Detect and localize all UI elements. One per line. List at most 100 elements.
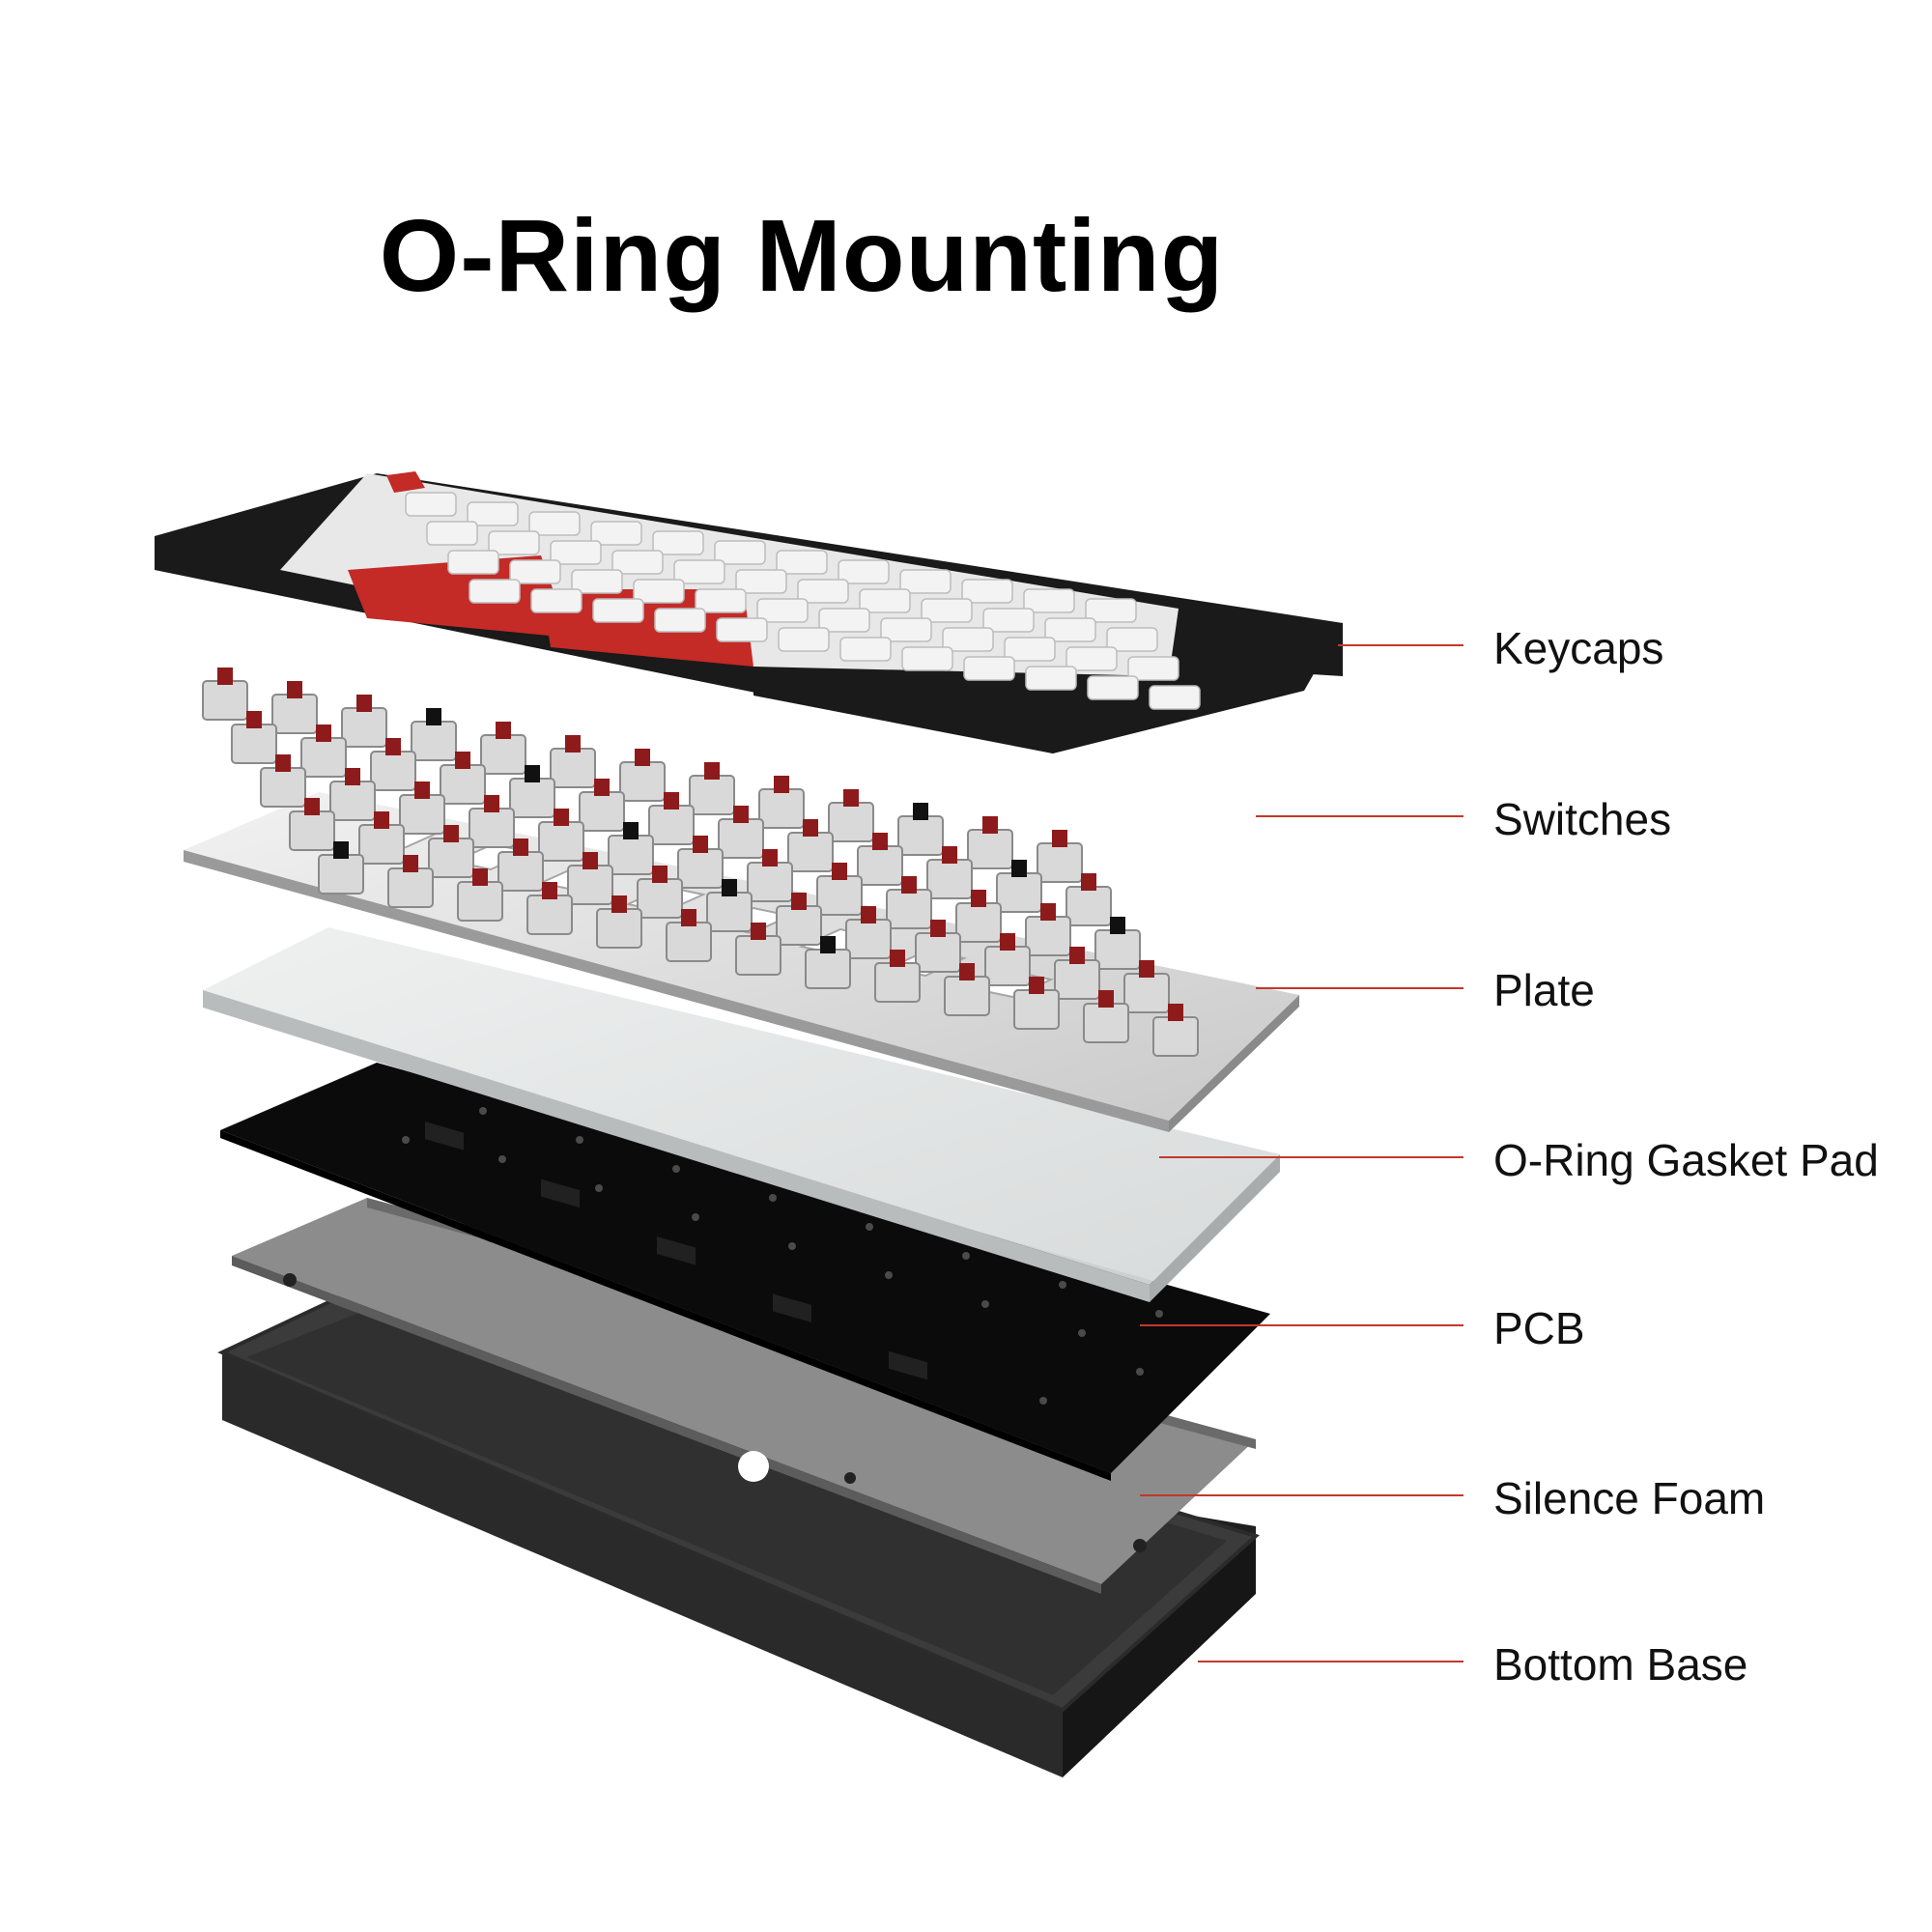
switch-housing — [1083, 1003, 1129, 1043]
switch-stem — [664, 792, 679, 810]
switch-housing — [329, 781, 376, 821]
switch-stem — [901, 876, 917, 894]
keycap — [550, 540, 602, 565]
switch-stem — [345, 768, 360, 785]
leader-lines — [1140, 644, 1463, 1662]
keycap — [592, 598, 644, 623]
switch-stem — [484, 795, 499, 812]
switch-housing — [538, 821, 584, 862]
switch-stem — [623, 822, 639, 839]
switch-housing — [1054, 959, 1100, 1000]
switch-stem — [843, 789, 859, 807]
switch-stem — [287, 681, 302, 698]
switch-housing — [1123, 973, 1170, 1013]
switch-housing — [689, 775, 735, 815]
switch-stem — [472, 868, 488, 886]
label-plate: Plate — [1493, 965, 1595, 1015]
switch-housing — [411, 721, 457, 761]
keycap — [571, 569, 623, 594]
switch-housing — [996, 872, 1042, 913]
pcb-layer — [220, 1063, 1270, 1481]
switch-stem — [681, 909, 696, 926]
keycap — [880, 617, 932, 642]
page-title: O-Ring Mounting — [379, 199, 1225, 313]
switch-housing — [787, 832, 834, 872]
switch-housing — [1094, 929, 1141, 970]
switch-stem — [582, 852, 598, 869]
keycap — [818, 608, 870, 633]
switch-housing — [1065, 886, 1112, 926]
switch-housing — [845, 919, 892, 959]
keycap — [528, 511, 581, 536]
switch-housing — [550, 748, 596, 788]
switch-housing — [1037, 842, 1083, 883]
switch-housing — [857, 845, 903, 886]
switch-housing — [509, 778, 555, 818]
switch-housing — [271, 694, 318, 734]
switch-housing — [289, 810, 335, 851]
switch-housing — [341, 707, 387, 748]
switch-stem — [356, 695, 372, 712]
switch-stem — [930, 920, 946, 937]
switch-housing — [1013, 989, 1060, 1030]
switch-housing — [816, 875, 863, 916]
switch-stem — [513, 838, 528, 856]
switch-housing — [526, 895, 573, 935]
switch-stem — [403, 855, 418, 872]
switch-housing — [897, 815, 944, 856]
switch-housing — [202, 680, 248, 721]
switch-housing — [300, 737, 347, 778]
keycap — [509, 559, 561, 584]
switch-housing — [747, 862, 793, 902]
switch-stem — [611, 895, 627, 913]
switch-stem — [333, 841, 349, 859]
keycap — [590, 521, 642, 546]
switch-stem — [733, 806, 749, 823]
switch-housing — [718, 818, 764, 859]
switch-housing — [915, 932, 961, 973]
keycap — [942, 627, 994, 652]
keycap — [921, 598, 973, 623]
switch-housing — [358, 824, 405, 865]
switch-stem — [1029, 977, 1044, 994]
switch-stem — [426, 708, 441, 725]
switch-stem — [774, 776, 789, 793]
keycap — [859, 588, 911, 613]
keycap — [1025, 666, 1077, 691]
switch-housing — [944, 976, 990, 1016]
switch-stem — [217, 668, 233, 685]
switch-stem — [385, 738, 401, 755]
switch-housing — [440, 764, 486, 805]
switch-stem — [861, 906, 876, 923]
switch-housing — [666, 922, 712, 962]
keycap — [899, 569, 952, 594]
keycap — [1004, 637, 1056, 662]
keycap — [961, 579, 1013, 604]
switch-housing — [428, 838, 474, 878]
switch-housing — [886, 889, 932, 929]
keycap — [735, 569, 787, 594]
switch-housing — [1025, 916, 1071, 956]
switch-housing — [926, 859, 973, 899]
switch-stem — [791, 893, 807, 910]
switch-housing — [735, 935, 781, 976]
switch-stem — [722, 879, 737, 896]
label-pcb: PCB — [1493, 1303, 1585, 1353]
switch-housing — [619, 761, 666, 802]
gasket-pad-layer — [203, 927, 1280, 1380]
keycap — [776, 550, 828, 575]
switch-stem — [1052, 830, 1067, 847]
keycap — [1085, 598, 1137, 623]
keycap — [447, 550, 499, 575]
switch-housing — [370, 751, 416, 791]
switch-stem — [316, 724, 331, 742]
keycap — [714, 540, 766, 565]
keycap — [633, 579, 685, 604]
keycap — [652, 530, 704, 555]
switch-stem — [635, 749, 650, 766]
keycap — [673, 559, 725, 584]
keycap — [426, 521, 478, 546]
keycap — [1087, 675, 1139, 700]
switch-stem — [1000, 933, 1015, 951]
